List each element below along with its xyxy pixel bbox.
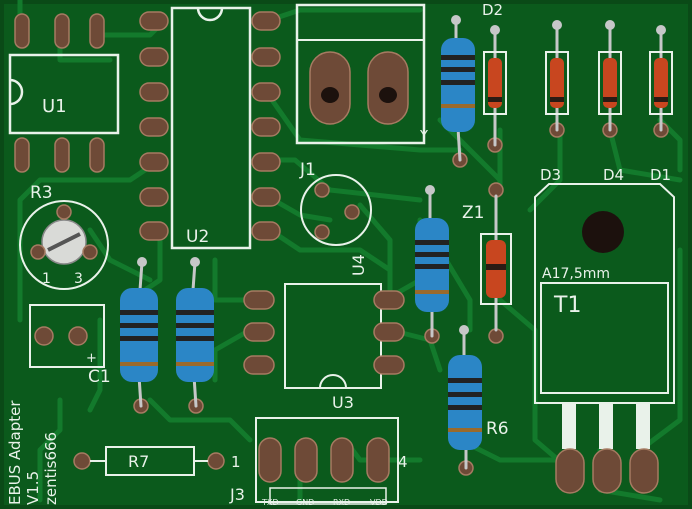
- t1-mounting-hole: [582, 211, 624, 253]
- c1-label: C1: [88, 367, 111, 387]
- j1-footprint: J1: [299, 160, 372, 246]
- resistor-middle: [415, 185, 449, 344]
- board-name: EBUS Adapter V1.5 zentis666: [6, 400, 60, 505]
- j3-pin-rxd: RXD: [333, 498, 350, 507]
- board-name-line1: EBUS Adapter: [6, 400, 24, 505]
- j3-label: J3: [229, 485, 245, 504]
- j3-pin-gnd: GND: [296, 498, 314, 507]
- r6-label: R6: [486, 419, 509, 439]
- u1-footprint: U1: [8, 13, 120, 173]
- u3-footprint: U3 U4: [243, 254, 405, 412]
- trimmer-slot: [47, 232, 81, 252]
- diode-d1: [649, 25, 673, 138]
- t1-footprint: A17,5mm T1: [534, 183, 675, 494]
- j3-connector: 1 4 J3 TXD GND RXD VDD: [229, 417, 408, 507]
- u4-label: U4: [349, 254, 368, 276]
- j3-pin-vdd: VDD: [370, 498, 388, 507]
- u1-label: U1: [42, 96, 67, 117]
- diode-d3: [545, 20, 569, 138]
- u2-pads: [139, 11, 281, 241]
- c1-footprint: + C1: [29, 304, 111, 387]
- resistor-left-b: [176, 257, 214, 414]
- board-name-line3: zentis666: [42, 432, 60, 505]
- j3-pin4-label: 4: [398, 453, 408, 471]
- c1-plus-label: +: [86, 351, 97, 366]
- t1-label: T1: [553, 293, 581, 318]
- diode-d2: [483, 25, 507, 153]
- terminal-y-label: Y: [419, 129, 428, 144]
- diode-d4: [598, 20, 622, 138]
- screw-terminal: Y: [295, 3, 428, 145]
- resistor-top: [441, 15, 475, 168]
- r3-pin3-label: 3: [74, 271, 83, 287]
- u3-label: U3: [332, 393, 354, 412]
- u2-label: U2: [186, 227, 209, 247]
- u1-pads: [14, 13, 105, 173]
- resistor-r6: R6: [448, 325, 509, 476]
- diode-row: D2 D3 D4 D1: [482, 1, 673, 184]
- resistor-left-a: [120, 257, 158, 414]
- u2-footprint: U2: [139, 6, 281, 250]
- d1-label: D1: [650, 166, 671, 184]
- r3-trimmer: R3 1 3: [19, 183, 109, 290]
- r7-label: R7: [128, 452, 149, 471]
- r3-label: R3: [30, 183, 53, 203]
- r7-footprint: R7: [73, 446, 225, 476]
- j3-pin-txd: TXD: [261, 498, 279, 507]
- j1-label: J1: [299, 160, 316, 180]
- board-name-line2: V1.5: [24, 471, 42, 505]
- zener-z1: Z1: [462, 182, 512, 344]
- r3-pin1-label: 1: [42, 271, 51, 287]
- z1-label: Z1: [462, 203, 484, 223]
- j3-pin1-label: 1: [231, 453, 241, 471]
- d2-label: D2: [482, 1, 503, 19]
- d3-label: D3: [540, 166, 561, 184]
- heatsink-label: A17,5mm: [542, 266, 610, 282]
- d4-label: D4: [603, 166, 624, 184]
